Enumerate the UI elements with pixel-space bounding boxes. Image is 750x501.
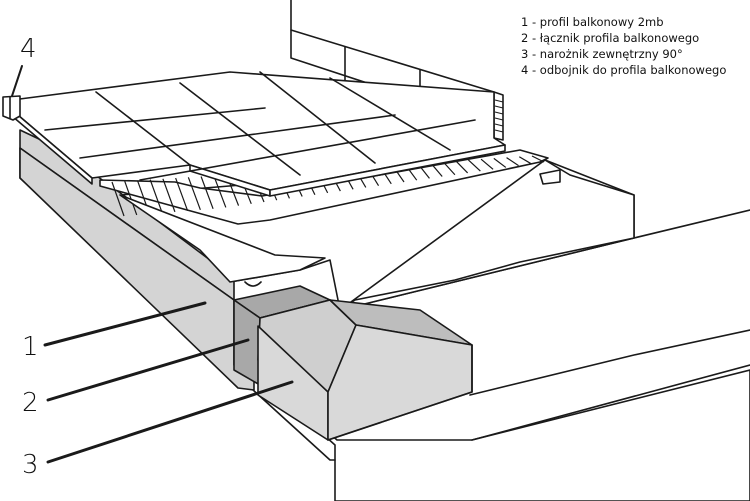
callout-leaders [11,65,294,464]
mat-stripe [124,181,138,216]
callout-label-4: 4 [20,34,37,64]
mat-stripe [187,177,201,211]
tile-layer [11,71,506,197]
corner-front-right [327,324,473,441]
mat-stripe [506,157,519,167]
mat-stripe [200,176,214,209]
upper-mat-edge [119,194,326,283]
edge-clip [244,169,561,287]
mat-stripe [175,177,189,212]
leader-3 [46,380,294,464]
mat-stripe [518,156,532,165]
leader-1 [43,301,207,347]
profile-bumper [2,95,21,121]
mat-stripe [149,179,163,214]
leader-4 [11,65,23,97]
callout-label-1: 1 [22,332,39,362]
mat-stripe [455,160,469,174]
wall-trim [493,91,504,141]
mat-stripe [531,155,545,163]
mat-stripe [467,159,481,172]
mat-stripe [162,178,176,213]
legend-item-2: 2 - łącznik profila balkonowego [521,31,700,45]
tile-front-edge-3 [269,144,506,197]
mat-stripe [213,175,227,208]
leader-2 [46,338,250,402]
legend-item-1: 1 - profil balkonowy 2mb [521,15,664,29]
callout-label-3: 3 [22,450,39,480]
legend-item-4: 4 - odbojnik do profila balkonowego [521,63,727,77]
mat-stripe [442,161,456,176]
outside-corner [257,299,473,441]
mat-stripe [111,181,125,217]
legend-item-3: 3 - narożnik zewnętrzny 90° [521,47,683,61]
mat-stripe [480,158,494,170]
legend: 1 - profil balkonowy 2mb 2 - łącznik pro… [521,14,726,78]
tile-grid-lines [44,71,476,181]
mat-stripe [493,157,507,168]
callout-label-2: 2 [22,388,39,418]
